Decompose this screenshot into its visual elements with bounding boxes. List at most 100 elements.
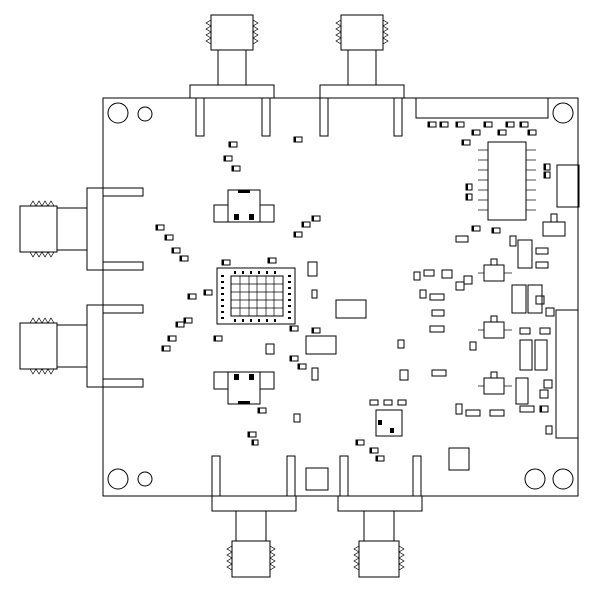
smd-pad [528, 130, 530, 135]
smd-pad [294, 232, 296, 237]
smd-pad [176, 322, 178, 327]
smd-passive [431, 369, 447, 377]
smd-pad [312, 328, 314, 333]
smd-pad [356, 440, 358, 445]
component-box [335, 299, 367, 319]
smd-passive [535, 295, 545, 305]
smd-pad [492, 228, 494, 233]
mounting-hole-top-left [107, 102, 153, 124]
smd-pad [376, 456, 378, 461]
smd-pad [156, 225, 158, 230]
smd-passive [545, 425, 553, 435]
smd-pad [544, 172, 546, 178]
smd-passive [455, 235, 469, 243]
smd-passive [543, 379, 553, 389]
smd-pad [298, 364, 300, 369]
regulator-3 [478, 371, 512, 395]
smd-pad [506, 122, 508, 127]
smd-passive [311, 367, 319, 381]
smd-passive [465, 409, 481, 417]
sma-connector-bottom-2 [337, 455, 423, 578]
smd-pad [222, 260, 224, 265]
smd-passive [429, 325, 445, 333]
component-box [305, 335, 337, 355]
smd-passive [293, 413, 301, 423]
smd-pad [370, 448, 372, 453]
smd-passive [429, 293, 445, 301]
smd-pad [165, 235, 167, 240]
smd-pad [472, 130, 474, 135]
smd-pad [268, 258, 270, 263]
board-outline [102, 97, 579, 497]
smd-pad [428, 122, 430, 127]
smd-passive [413, 271, 421, 281]
regulator-4 [542, 213, 566, 237]
smd-passive [539, 327, 551, 335]
smd-pad [184, 318, 186, 323]
smd-pad [248, 432, 250, 437]
component-box [305, 467, 329, 491]
smd-pad [224, 156, 226, 161]
smd-passive [399, 369, 409, 381]
smd-passive [539, 389, 549, 399]
smd-passive [397, 339, 405, 349]
soic-ic [478, 141, 536, 221]
sma-connector-bottom-1 [211, 455, 297, 578]
smd-passive [535, 261, 549, 269]
oscillator-top [213, 189, 275, 223]
smd-pad [466, 194, 468, 200]
component-box [556, 164, 580, 208]
smd-pad [520, 122, 522, 127]
smd-pad [484, 122, 486, 127]
smd-passive [423, 269, 435, 277]
smd-pad [180, 256, 182, 261]
mounting-hole-bottom-left [107, 468, 153, 490]
smd-passive [311, 289, 318, 299]
mounting-hole-top-right [552, 102, 574, 124]
tantalum-capacitors [511, 239, 548, 405]
smd-passive [463, 275, 473, 285]
smd-pad [168, 336, 170, 341]
regulator-2 [478, 315, 512, 339]
smd-passive [455, 403, 463, 415]
smd-pad [229, 142, 231, 147]
smd-passive [431, 309, 445, 317]
smd-passive [265, 343, 275, 355]
component-box [448, 447, 470, 471]
smd-pad [466, 184, 468, 190]
smd-passive [419, 289, 427, 299]
smd-passive [469, 341, 477, 351]
oscillator-bottom [213, 371, 275, 405]
smd-pad [232, 166, 234, 171]
sma-connector-top-1 [189, 14, 275, 137]
smd-pad [302, 222, 304, 227]
smd-pad [258, 408, 260, 413]
smd-passive [455, 281, 465, 291]
smd-pad [188, 294, 190, 299]
smd-pad [498, 130, 500, 135]
sma-connector-top-2 [319, 14, 405, 137]
smd-pad [440, 122, 442, 127]
smd-passive [545, 307, 555, 317]
smd-passive [519, 327, 531, 335]
smd-pad [290, 356, 292, 361]
smd-passive [441, 269, 453, 279]
smd-passive [519, 405, 535, 413]
smd-pad [214, 336, 216, 341]
smd-pad [172, 248, 174, 253]
smd-pad [290, 326, 292, 331]
smd-passive [307, 261, 318, 277]
smd-pad [294, 137, 296, 142]
regulator-1 [478, 258, 512, 282]
bga-ic [216, 267, 296, 325]
smd-pad [204, 290, 206, 295]
smd-passive [509, 235, 517, 247]
smd-passive [489, 409, 505, 417]
smd-pad [162, 346, 164, 351]
smd-pad [472, 226, 474, 231]
smd-pad [252, 440, 254, 445]
smd-pad [312, 216, 314, 221]
small-ic-bottom [369, 399, 407, 437]
